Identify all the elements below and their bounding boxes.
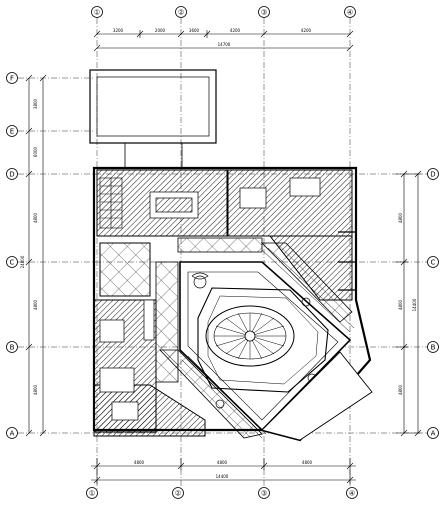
top-dim-2: 2000 [155, 28, 166, 33]
main-hall [179, 261, 352, 432]
bottom-dim-1: 4800 [134, 460, 145, 465]
left-axis-bubbles: A B C D E F [6, 72, 18, 439]
diagonal-corridor-lower [159, 349, 263, 439]
bottom-axis-2: ② [175, 490, 181, 498]
left-axis-c: C [10, 259, 15, 267]
right-dim-1: 4800 [398, 384, 403, 395]
ceiling-dome [205, 305, 295, 367]
top-dim-4: 4200 [230, 28, 241, 33]
right-axis-bubbles: A B C D [427, 168, 439, 439]
top-left-room [96, 169, 228, 237]
left-dim-1: 4800 [33, 384, 38, 395]
left-dimension-chain [25, 74, 47, 437]
left-axis-f: F [10, 75, 14, 83]
diagonal-corridor-upper [261, 242, 353, 323]
right-dim-2: 4800 [398, 299, 403, 310]
left-dimension-texts: 4800 4800 4800 6000 3800 24000 [20, 98, 38, 395]
top-axis-4: ④ [347, 9, 353, 17]
bottom-dim-total: 14400 [216, 474, 229, 479]
top-dimension-texts: 3200 2000 3600 4200 4200 14700 [113, 28, 312, 47]
left-dim-5: 3800 [33, 98, 38, 109]
left-dim-4: 6000 [33, 146, 38, 157]
right-axis-c: C [431, 259, 436, 267]
left-axis-b: B [10, 344, 15, 352]
right-dim-total: 14400 [412, 298, 417, 311]
bottom-dimension-chain [91, 458, 356, 484]
left-dim-2: 4800 [33, 299, 38, 310]
sign-frame [89, 69, 217, 168]
bottom-dim-2: 4800 [217, 460, 228, 465]
right-dimension-texts: 4800 4800 4800 14400 [398, 212, 417, 395]
entrance-wing [261, 351, 373, 441]
furniture [99, 177, 321, 421]
top-axis-2: ② [178, 9, 184, 17]
top-dimension-chain [93, 30, 354, 52]
bottom-dimension-texts: 4800 4800 4800 14400 [134, 460, 313, 479]
top-dim-1: 3200 [113, 28, 124, 33]
top-dim-5: 4200 [301, 28, 312, 33]
top-dim-3: 3600 [189, 28, 200, 33]
right-axis-d: D [430, 171, 435, 179]
bottom-axis-3: ③ [261, 490, 267, 498]
grid-lines [18, 18, 430, 490]
building-plan [92, 166, 373, 442]
right-partitions [338, 231, 356, 291]
left-axis-e: E [10, 128, 14, 136]
diagonal-wall-ticks [181, 247, 355, 439]
stair [99, 177, 123, 229]
right-dim-3: 4800 [398, 212, 403, 223]
bottom-axis-4: ④ [349, 490, 355, 498]
right-dimension-chain [396, 170, 422, 437]
left-stair-zone [99, 242, 151, 297]
bottom-dim-3: 4800 [302, 460, 313, 465]
right-axis-b: B [431, 344, 436, 352]
top-axis-1: ① [94, 9, 100, 17]
bottom-axis-bubbles: ① ② ③ ④ [86, 487, 358, 499]
top-axis-bubbles: ① ② ③ ④ [91, 6, 356, 18]
left-axis-a: A [10, 430, 15, 438]
left-dim-3: 4800 [33, 212, 38, 223]
left-dim-total: 24000 [20, 255, 25, 268]
bottom-axis-1: ① [89, 490, 95, 498]
bottom-left-room [93, 384, 206, 437]
right-axis-a: A [431, 430, 436, 438]
top-dim-total: 14700 [218, 42, 231, 47]
left-axis-d: D [9, 171, 14, 179]
top-corridor [177, 237, 263, 253]
top-axis-3: ③ [261, 9, 267, 17]
ceiling-octagon [197, 287, 329, 393]
